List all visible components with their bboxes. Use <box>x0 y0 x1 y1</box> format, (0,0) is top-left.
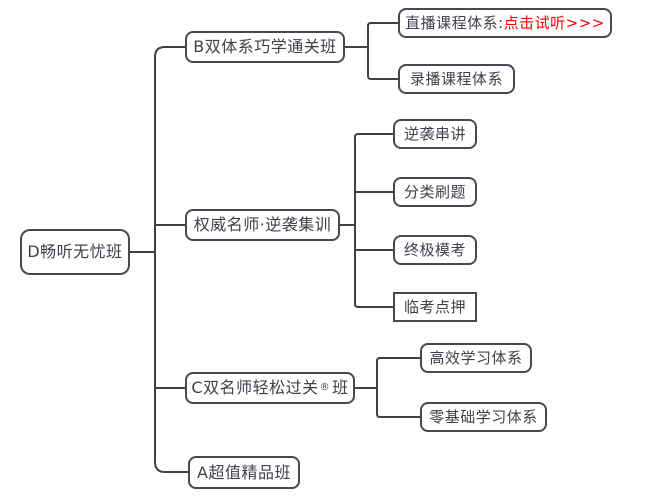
node-live-course[interactable]: 直播课程体系: 点击试听>>> <box>398 8 612 38</box>
node-fenlei-shuati: 分类刷题 <box>393 177 477 207</box>
node-lingjichu-xuexi: 零基础学习体系 <box>420 402 547 432</box>
connector-b-children <box>367 22 398 80</box>
node-c-label-suffix: 班 <box>332 378 349 397</box>
node-quanwei-mingshi: 权威名师·逆袭集训 <box>185 209 340 241</box>
node-recorded-course: 录播课程体系 <box>398 64 515 94</box>
node-root-label: D畅听无忧班 <box>27 242 123 261</box>
lingjichu-xuexi-label: 零基础学习体系 <box>429 407 538 426</box>
node-b-label: B双体系巧学通关班 <box>193 37 337 56</box>
node-root-d-changting: D畅听无忧班 <box>20 229 130 275</box>
registered-trademark-symbol: ® <box>319 382 331 393</box>
connector-main-trunk <box>154 46 188 473</box>
audition-link[interactable]: 点击试听>>> <box>503 13 605 32</box>
connector-c-children <box>376 357 420 418</box>
node-a-chaozhi: A超值精品班 <box>188 456 300 489</box>
node-c-label-prefix: C双名师轻松过关 <box>191 378 319 397</box>
nixi-chuanjiang-label: 逆袭串讲 <box>403 124 466 143</box>
live-course-label: 直播课程体系: <box>405 13 504 32</box>
node-linkao-dianya: 临考点押 <box>393 292 477 322</box>
gaoxiao-xuexi-label: 高效学习体系 <box>429 348 523 367</box>
node-a-label: A超值精品班 <box>197 462 291 482</box>
fenlei-shuati-label: 分类刷题 <box>403 182 466 201</box>
node-nixi-chuanjiang: 逆袭串讲 <box>393 119 477 149</box>
node-quanwei-label: 权威名师·逆袭集训 <box>193 215 332 234</box>
node-c-shuangmingshi: C双名师轻松过关 ® 班 <box>185 372 355 404</box>
connector-quanwei-children-outer <box>354 133 393 308</box>
zhongji-mokao-label: 终极模考 <box>403 240 466 259</box>
node-b-shuangtixi: B双体系巧学通关班 <box>185 31 345 63</box>
node-gaoxiao-xuexi: 高效学习体系 <box>420 343 532 373</box>
recorded-course-label: 录播课程体系 <box>409 69 503 88</box>
linkao-dianya-label: 临考点押 <box>403 297 466 316</box>
node-zhongji-mokao: 终极模考 <box>393 235 477 265</box>
